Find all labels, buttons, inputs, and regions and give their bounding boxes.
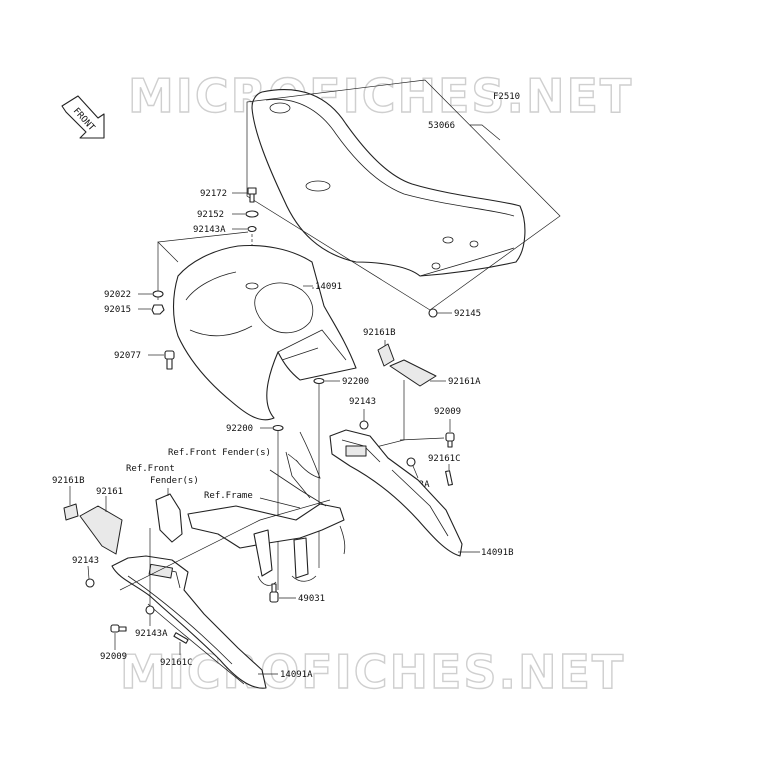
label-92022: 92022: [104, 290, 131, 300]
watermark-top: MICROFICHES.NET: [128, 69, 633, 123]
washer-92143A-right: [406, 457, 416, 467]
label-92143A-left: 92143A: [135, 629, 168, 639]
leader-92143A-right: [412, 465, 419, 479]
seat-group-frame: [246, 79, 561, 311]
label-ref-front-l1: Ref.Front: [126, 464, 175, 474]
label-92161B-right: 92161B: [363, 328, 396, 338]
clip-92145: [428, 308, 438, 318]
label-92200-left: 92200: [226, 424, 253, 434]
washer-92152: [245, 210, 259, 218]
leader-ref-frame: [259, 497, 301, 509]
label-92009-right: 92009: [434, 407, 461, 417]
label-49031: 49031: [298, 594, 325, 604]
label-92009-left: 92009: [100, 652, 127, 662]
watermark-bottom: MICROFICHES.NET: [120, 645, 625, 699]
label-92161: 92161: [96, 487, 123, 497]
pad-92161: [79, 505, 123, 555]
rear-fender-14091: [172, 245, 357, 421]
leader-ref-front-fender-right: [287, 453, 299, 463]
label-14091: 14091: [315, 282, 342, 292]
washer-92143A-top: [247, 225, 257, 233]
front-arrow-icon: FRONT: [61, 95, 105, 139]
pad-92161A: [389, 359, 437, 387]
pad-92161B-right: [377, 343, 395, 367]
label-14091B: 14091B: [481, 548, 514, 558]
label-92161A: 92161A: [448, 377, 481, 387]
label-92145: 92145: [454, 309, 481, 319]
leader-53066: [470, 124, 501, 141]
diagram-code: F2510: [493, 92, 520, 102]
label-92172: 92172: [200, 189, 227, 199]
label-92143-left: 92143: [72, 556, 99, 566]
label-14091A: 14091A: [280, 670, 313, 680]
nut-92015: [151, 304, 165, 315]
bolt-92172: [247, 187, 257, 203]
label-92200-right: 92200: [342, 377, 369, 387]
label-92143A-top: 92143A: [193, 225, 226, 235]
bolt-92009-left: [110, 624, 127, 633]
label-92015: 92015: [104, 305, 131, 315]
leader-92143-left: [87, 565, 90, 580]
pad-92161B-left: [63, 503, 79, 521]
label-92161C-left: 92161C: [160, 658, 193, 668]
side-cover-14091A: [111, 555, 267, 689]
seat-53066: [251, 89, 526, 277]
washer-92200-left: [272, 424, 284, 432]
bolt-92009-right: [445, 432, 455, 448]
washer-92143-right: [359, 420, 369, 430]
label-92143-right: 92143: [349, 397, 376, 407]
washer-92143-left: [85, 578, 95, 588]
bolt-92077: [164, 350, 175, 370]
clip-49031: [269, 583, 279, 603]
ref-line-left: [119, 499, 331, 591]
washer-92200-right: [313, 377, 325, 385]
pin-92161C-left: [173, 632, 189, 644]
label-ref-front-l2: Fender(s): [150, 476, 199, 486]
label-ref-front-fender-right: Ref.Front Fender(s): [168, 448, 271, 458]
front-fender-left-ref: [155, 493, 183, 543]
label-ref-frame: Ref.Frame: [204, 491, 253, 501]
pin-92161C-right: [445, 470, 453, 486]
label-92077: 92077: [114, 351, 141, 361]
label-92152: 92152: [197, 210, 224, 220]
label-92161C-right: 92161C: [428, 454, 461, 464]
side-cover-14091B: [329, 429, 463, 557]
label-53066: 53066: [428, 121, 455, 131]
frame-reference: [187, 431, 346, 586]
ref-line-right: [399, 437, 445, 441]
washer-92143A-left: [145, 605, 155, 615]
label-92161B-left: 92161B: [52, 476, 85, 486]
washer-92022: [152, 290, 164, 298]
